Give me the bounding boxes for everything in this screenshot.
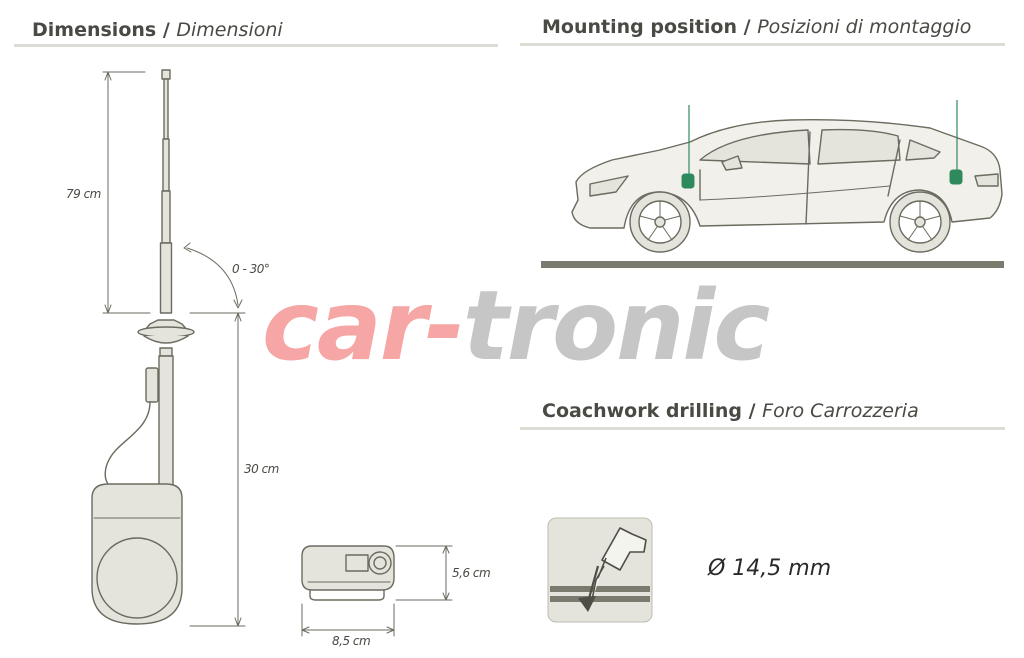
mast-height-label: 79 cm xyxy=(66,187,101,201)
antenna-drawing xyxy=(91,69,246,627)
base-box-drawing xyxy=(301,545,453,637)
car-drawing xyxy=(571,118,1003,253)
drilling-heading-it: Foro Carrozzeria xyxy=(762,400,919,422)
mounting-heading: Mounting position / Posizioni di montagg… xyxy=(542,16,971,38)
mounting-rule xyxy=(520,43,1005,46)
drill-diameter: Ø 14,5 mm xyxy=(708,556,832,581)
drilling-heading-sep: / xyxy=(741,400,763,422)
dimensions-heading-sep: / xyxy=(156,19,177,41)
mounting-heading-sep: / xyxy=(737,16,758,38)
drill-icon xyxy=(547,517,653,623)
dimensions-heading-it: Dimensioni xyxy=(176,19,283,41)
brand-watermark: car-tronic xyxy=(262,278,770,374)
mounting-heading-en: Mounting position xyxy=(542,16,738,38)
ground-bar xyxy=(541,261,1004,268)
dimensions-heading: Dimensions / Dimensioni xyxy=(32,19,283,41)
dimensions-rule xyxy=(14,44,498,47)
brand-part1: car- xyxy=(262,270,465,382)
box-height-label: 5,6 cm xyxy=(452,566,491,580)
mounting-heading-it: Posizioni di montaggio xyxy=(757,16,972,38)
drilling-heading: Coachwork drilling / Foro Carrozzeria xyxy=(542,400,919,422)
drilling-heading-en: Coachwork drilling xyxy=(542,400,742,422)
drilling-rule xyxy=(520,427,1005,430)
base-height-label: 30 cm xyxy=(244,462,279,476)
box-width-label: 8,5 cm xyxy=(332,634,371,648)
angle-label: 0 - 30° xyxy=(232,262,270,276)
dimensions-heading-en: Dimensions xyxy=(32,19,157,41)
mount-markers xyxy=(681,100,963,189)
brand-part2: tronic xyxy=(462,270,770,382)
